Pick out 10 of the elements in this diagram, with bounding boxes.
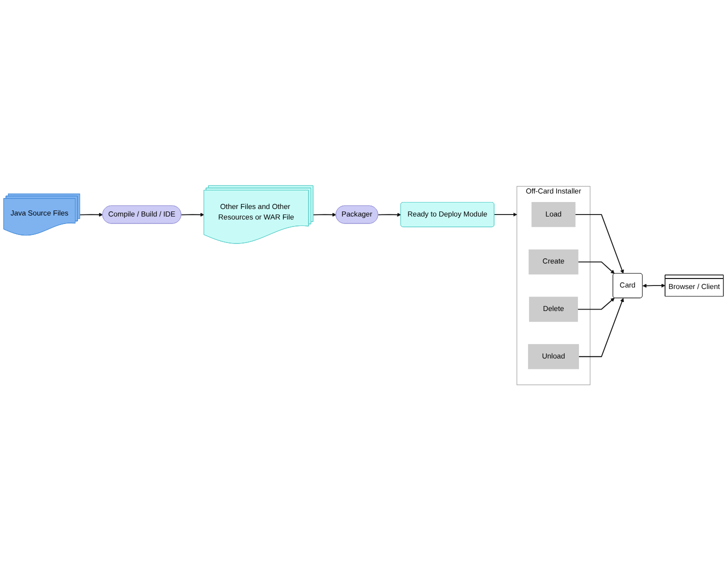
arrow bbox=[574, 214, 624, 274]
arrow bbox=[312, 212, 336, 216]
arrow bbox=[180, 212, 204, 216]
arrow bbox=[80, 212, 103, 216]
arrow bbox=[577, 298, 615, 310]
arrow bbox=[578, 261, 615, 274]
arrow bbox=[378, 212, 402, 216]
arrow bbox=[578, 298, 624, 357]
arrow bbox=[494, 212, 518, 216]
arrow bbox=[642, 283, 666, 288]
